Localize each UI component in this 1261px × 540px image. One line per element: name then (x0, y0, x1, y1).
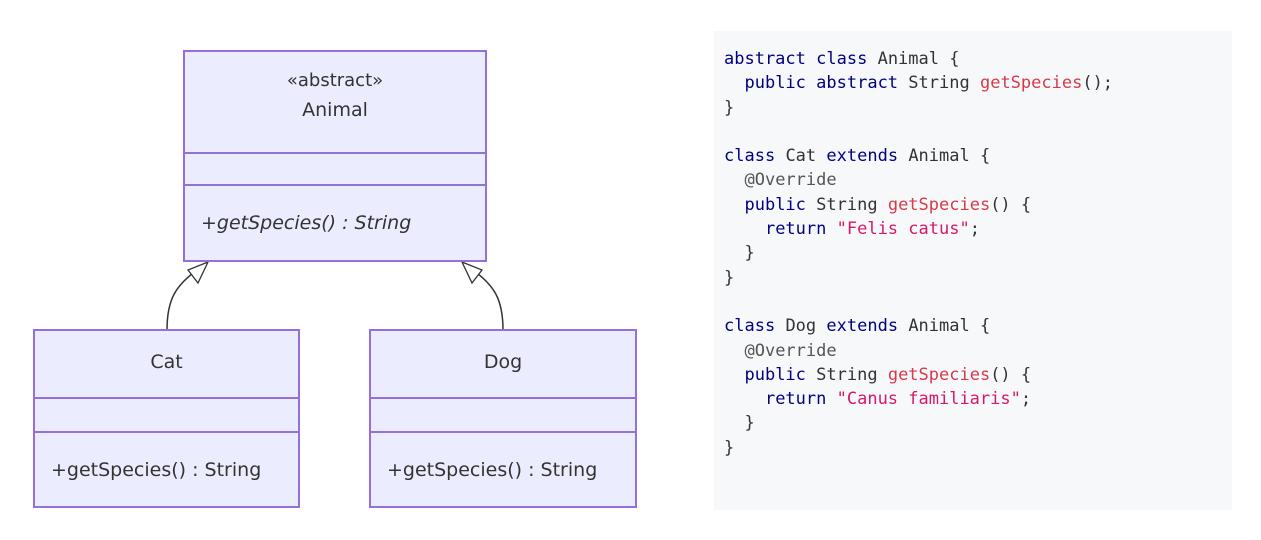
keyword: abstract (816, 73, 899, 94)
type-identifier: String (816, 194, 878, 215)
keyword: public (744, 73, 806, 94)
method: +getSpecies() : String (201, 212, 412, 234)
inheritance-arrow-icon (186, 260, 210, 285)
attributes-section (185, 152, 485, 186)
keyword: return (764, 389, 827, 410)
class-identifier: Cat (785, 146, 817, 167)
string-literal: "Felis catus" (836, 219, 970, 240)
class-header: «abstract» Animal (185, 70, 485, 121)
java-source: abstract class Animal { public abstract … (724, 49, 1114, 458)
class-identifier: Dog (785, 316, 817, 337)
class-name: Animal (302, 99, 368, 121)
annotation: @Override (744, 170, 837, 191)
keyword: class (724, 316, 776, 337)
class-name: Cat (150, 351, 183, 373)
class-name: Dog (483, 351, 523, 373)
methods-section: +getSpecies() : String (371, 431, 635, 508)
method-identifier: getSpecies (887, 194, 991, 215)
class-stereotype: «abstract» (286, 70, 384, 91)
method-identifier: getSpecies (887, 364, 991, 385)
method: +getSpecies() : String (387, 459, 598, 481)
class-box-cat[interactable]: Cat +getSpecies() : String (33, 329, 300, 508)
class-identifier: Animal (908, 146, 970, 167)
keyword: public (744, 194, 806, 215)
annotation: @Override (744, 340, 837, 361)
keyword: public (744, 364, 806, 385)
code-block[interactable]: abstract class Animal { public abstract … (714, 31, 1232, 510)
method: +getSpecies() : String (51, 459, 262, 481)
type-identifier: String (908, 73, 970, 94)
keyword: abstract (724, 49, 806, 69)
keyword: extends (826, 146, 899, 167)
attributes-section (371, 397, 635, 431)
keyword: class (724, 146, 776, 167)
keyword: class (816, 49, 868, 69)
type-identifier: String (816, 364, 878, 385)
methods-section: +getSpecies() : String (35, 431, 298, 508)
string-literal: "Canus familiaris" (836, 389, 1021, 410)
attributes-section (35, 397, 298, 431)
class-box-animal[interactable]: «abstract» Animal +getSpecies() : String (183, 50, 487, 262)
methods-section: +getSpecies() : String (185, 184, 485, 262)
class-box-dog[interactable]: Dog +getSpecies() : String (369, 329, 637, 508)
keyword: return (764, 219, 827, 240)
class-identifier: Animal (877, 49, 939, 69)
inheritance-arrow-icon (460, 260, 484, 285)
class-identifier: Animal (908, 316, 970, 337)
keyword: extends (826, 316, 899, 337)
method-identifier: getSpecies (979, 73, 1083, 94)
